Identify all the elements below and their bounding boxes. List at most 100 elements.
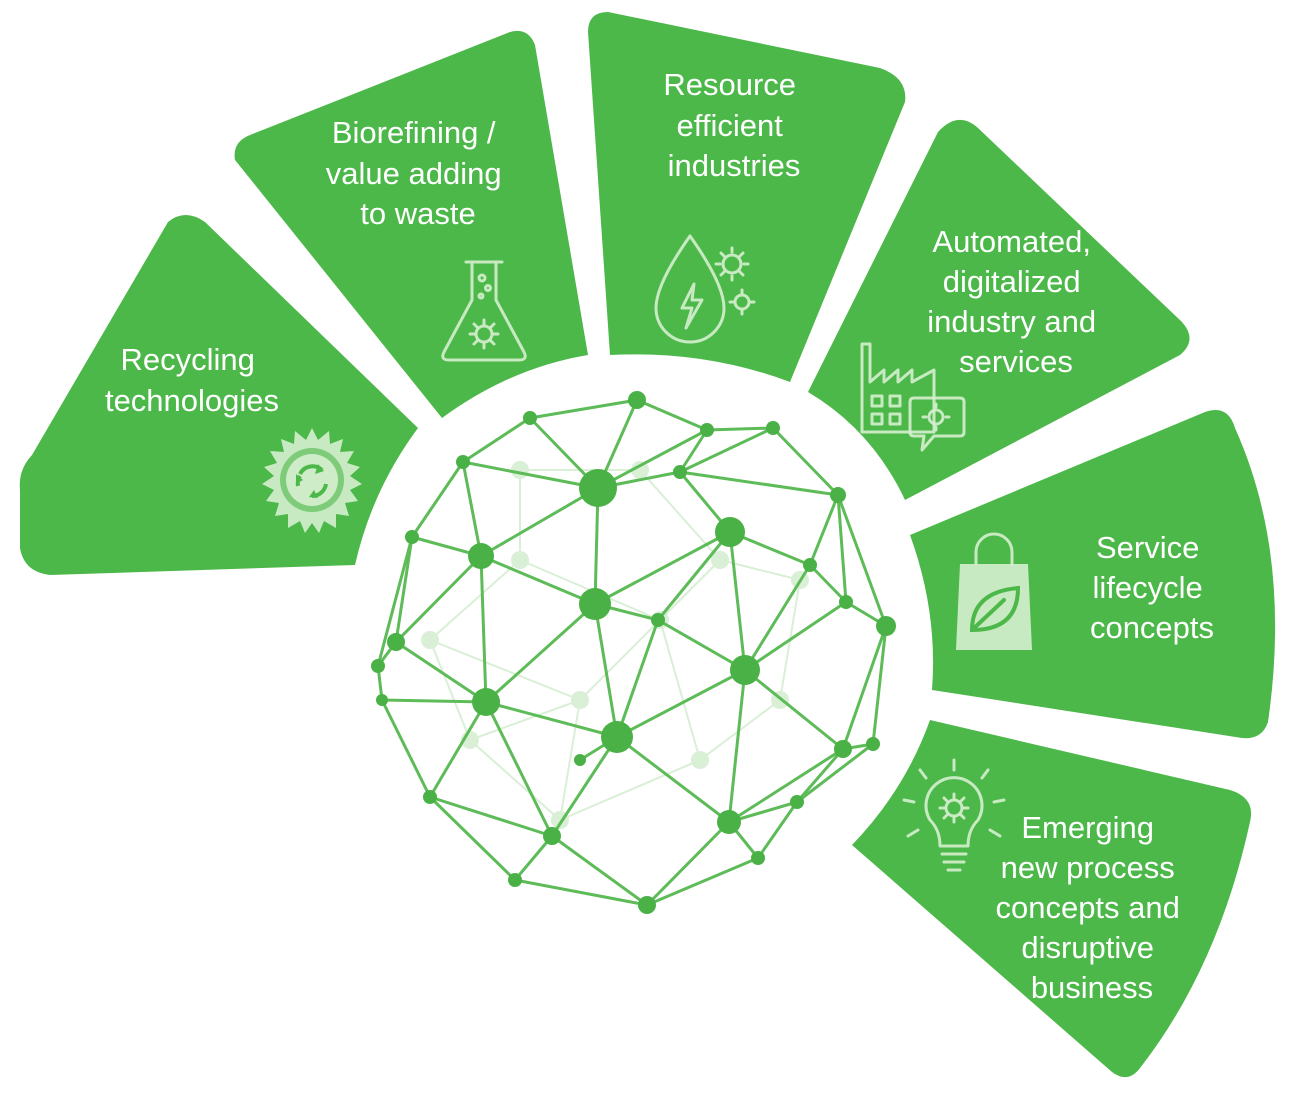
globe-edge (616, 668, 746, 739)
label-resource: Resource efficient industries (663, 67, 804, 183)
globe-edge (679, 426, 774, 474)
globe-edge (645, 820, 731, 907)
segment-biorefining (234, 30, 589, 418)
globe-edge (744, 668, 844, 751)
globe-edge (728, 747, 844, 824)
globe-node (523, 411, 537, 425)
segment-emerging (852, 720, 1252, 1078)
label-emerging: Emerging new process concepts and disrup… (995, 810, 1188, 1005)
globe-back-edge (429, 639, 581, 701)
globe-back-node (511, 461, 529, 479)
globe-edge (594, 530, 731, 606)
globe-back-edge (659, 619, 701, 761)
globe-edge (657, 618, 746, 672)
globe-edge (706, 426, 774, 432)
globe-back-edge (559, 699, 581, 821)
globe-edge (756, 801, 799, 859)
globe-edge (485, 700, 618, 739)
globe-node (628, 391, 646, 409)
globe-back-edge (559, 759, 701, 821)
globe-back-node (571, 691, 589, 709)
globe-edge (678, 429, 709, 473)
label-recycling: Recycling technologies (105, 342, 279, 418)
segment-shapes (19, 12, 1276, 1078)
globe-node (730, 655, 760, 685)
globe-edge (744, 600, 847, 672)
globe-edge (484, 602, 597, 704)
globe-back-edge (659, 559, 721, 621)
segment-icons (262, 234, 1032, 872)
globe-edge (480, 486, 599, 558)
globe-node (790, 795, 804, 809)
label-biorefining: Biorefining / value adding to waste (326, 115, 510, 231)
segment-service (910, 410, 1276, 739)
globe-back-edge (469, 739, 561, 821)
globe-edge (462, 416, 531, 464)
globe-back-edge (429, 559, 521, 641)
drop-gears-icon (654, 234, 756, 344)
segment-labels: Recycling technologies Biorefining / val… (105, 67, 1214, 1005)
globe-edge (394, 536, 414, 643)
globe-edge (795, 748, 845, 803)
globe-back-edge (429, 639, 471, 741)
globe-edge (808, 563, 848, 604)
globe-edge (616, 735, 730, 824)
globe-node (638, 896, 656, 914)
globe-node (468, 543, 494, 569)
globe-edge (376, 536, 414, 667)
globe-edge (593, 603, 619, 738)
globe-edge (479, 555, 488, 703)
globe-back-edge (579, 619, 661, 701)
globe-back-node (421, 631, 439, 649)
globe-edge (484, 701, 554, 837)
lightbulb-gear-icon (902, 758, 1006, 872)
globe-edge (461, 461, 483, 557)
globe-node (866, 737, 880, 751)
flask-gear-icon (441, 260, 527, 362)
globe-edge (646, 856, 759, 907)
network-globe (371, 391, 896, 914)
globe-edge (743, 564, 812, 671)
globe-edge (836, 494, 888, 627)
globe-back-edge (469, 699, 581, 741)
globe-edge (551, 834, 648, 907)
globe-edge (480, 554, 596, 606)
globe-node (405, 530, 419, 544)
globe-edge (841, 625, 888, 750)
globe-node (673, 465, 687, 479)
recycle-sun-icon (262, 428, 362, 533)
leaf-bag-icon (956, 532, 1032, 650)
globe-edge (679, 470, 839, 497)
globe-node (651, 613, 665, 627)
globe-edge (836, 494, 848, 603)
globe-edge (597, 428, 708, 490)
globe-node (751, 851, 765, 865)
globe-back-node (711, 551, 729, 569)
globe-back-edge (639, 469, 721, 561)
globe-node (830, 487, 846, 503)
globe-edge (636, 398, 708, 432)
globe-edge (428, 701, 488, 798)
globe-edge (796, 742, 874, 804)
globe-back-node (511, 551, 529, 569)
globe-node (579, 588, 611, 620)
globe-edge (871, 625, 888, 745)
globe-edge (808, 494, 840, 566)
globe-node (574, 754, 586, 766)
globe-edge (428, 795, 517, 882)
globe-edge (462, 460, 599, 490)
globe-back-node (631, 461, 649, 479)
globe-node (579, 469, 617, 507)
globe-edge (593, 487, 600, 605)
label-service: Service lifecycle concepts (1090, 530, 1214, 645)
globe-edge (771, 426, 840, 497)
globe-edge (381, 698, 487, 704)
globe-node (839, 595, 853, 609)
segment-automated (808, 119, 1190, 501)
globe-node (456, 455, 470, 469)
globe-edge (394, 554, 483, 644)
label-automated: Automated, digitalized industry and serv… (927, 224, 1105, 379)
globe-node (371, 659, 385, 673)
globe-node (543, 827, 561, 845)
